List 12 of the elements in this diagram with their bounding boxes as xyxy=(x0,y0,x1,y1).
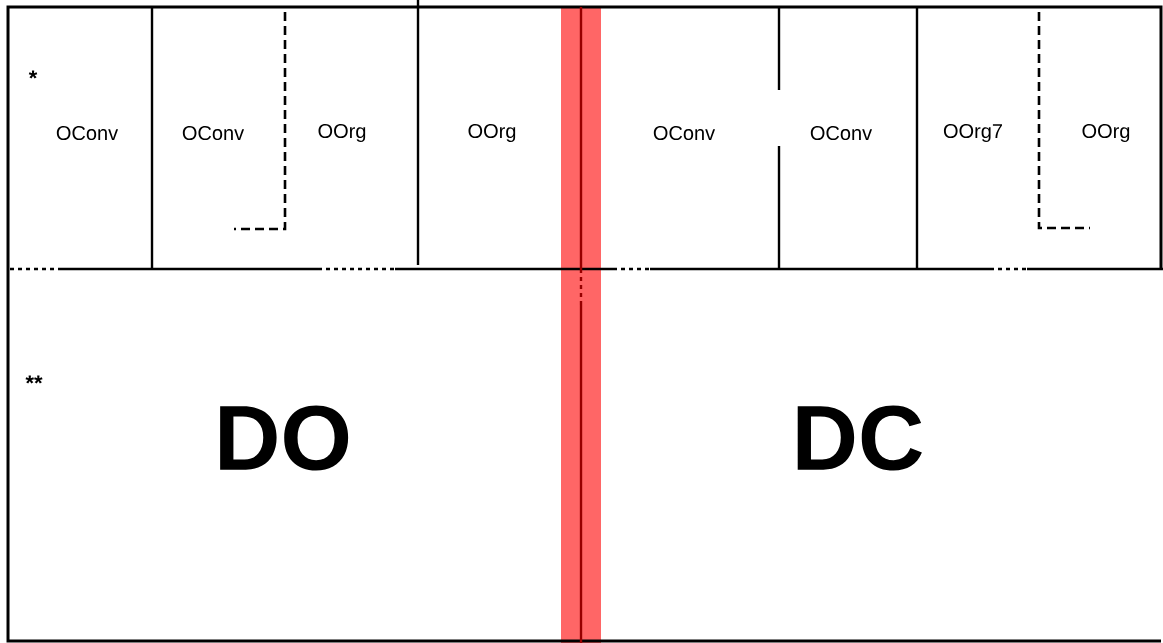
cell-label: OConv xyxy=(653,125,716,141)
cell-label: OOrg xyxy=(468,123,516,143)
region-label: DC xyxy=(797,405,922,471)
footnote-mark: ** xyxy=(25,375,43,384)
region-label: DO xyxy=(220,405,349,471)
cell-label: OOrg xyxy=(1082,123,1130,143)
cell-label: OOrg7 xyxy=(943,123,1002,143)
cell-label: OConv xyxy=(56,125,119,141)
cell-label: OOrg xyxy=(318,123,366,143)
cell-label: OConv xyxy=(810,125,873,141)
footnote-mark: * xyxy=(28,70,38,79)
cell-label: OConv xyxy=(182,125,245,141)
